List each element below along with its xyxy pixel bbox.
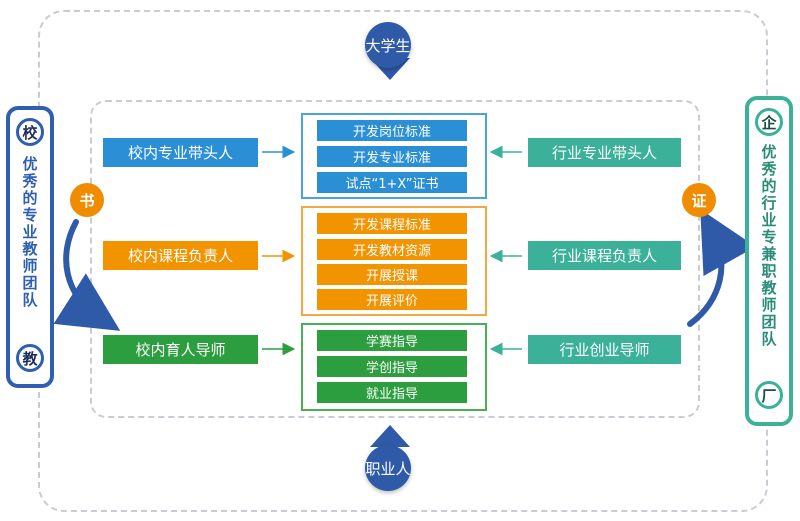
top-node-label: 大学生 — [365, 36, 411, 55]
bottom-node-professional: 职业人 — [365, 445, 411, 491]
top-node-student: 大学生 — [365, 22, 411, 68]
right-panel-bottom-circle: 厂 — [755, 381, 783, 409]
item-row3-3: 就业指导 — [317, 382, 467, 403]
curve-arrow-left — [53, 219, 121, 331]
right-panel-vertical-text: 优秀的行业专兼职教师团队 — [761, 143, 777, 348]
left-label-row1: 校内专业带头人 — [103, 138, 258, 167]
left-side-panel — [6, 106, 54, 388]
item-row2-4: 开展评价 — [317, 289, 467, 310]
left-orange-circle: 书 — [70, 183, 104, 217]
left-label-row3: 校内育人导师 — [103, 335, 258, 364]
right-label-row1: 行业专业带头人 — [528, 138, 681, 167]
left-panel-vertical-text: 优秀的专业教师团队 — [22, 155, 38, 309]
item-row3-1: 学赛指导 — [317, 330, 467, 351]
item-row2-2: 开发教材资源 — [317, 239, 467, 260]
item-row1-1: 开发岗位标准 — [317, 120, 467, 141]
item-row3-2: 学创指导 — [317, 356, 467, 377]
bottom-node-tip — [370, 425, 410, 447]
item-row2-1: 开发课程标准 — [317, 213, 467, 234]
left-panel-bottom-circle: 教 — [16, 344, 44, 372]
right-panel-top-circle: 企 — [755, 108, 783, 136]
item-row1-2: 开发专业标准 — [317, 146, 467, 167]
right-orange-circle: 证 — [682, 183, 716, 217]
inner-dashed-frame — [90, 100, 700, 418]
item-row1-3: 试点“1+X”证书 — [317, 172, 467, 193]
left-panel-top-circle: 校 — [16, 118, 44, 146]
right-side-panel — [745, 96, 793, 426]
right-label-row2: 行业课程负责人 — [528, 241, 681, 270]
bottom-node-label: 职业人 — [365, 459, 411, 478]
curve-arrow-right — [687, 209, 756, 327]
item-row2-3: 开展授课 — [317, 264, 467, 285]
left-label-row2: 校内课程负责人 — [103, 241, 258, 270]
right-label-row3: 行业创业导师 — [528, 335, 681, 364]
